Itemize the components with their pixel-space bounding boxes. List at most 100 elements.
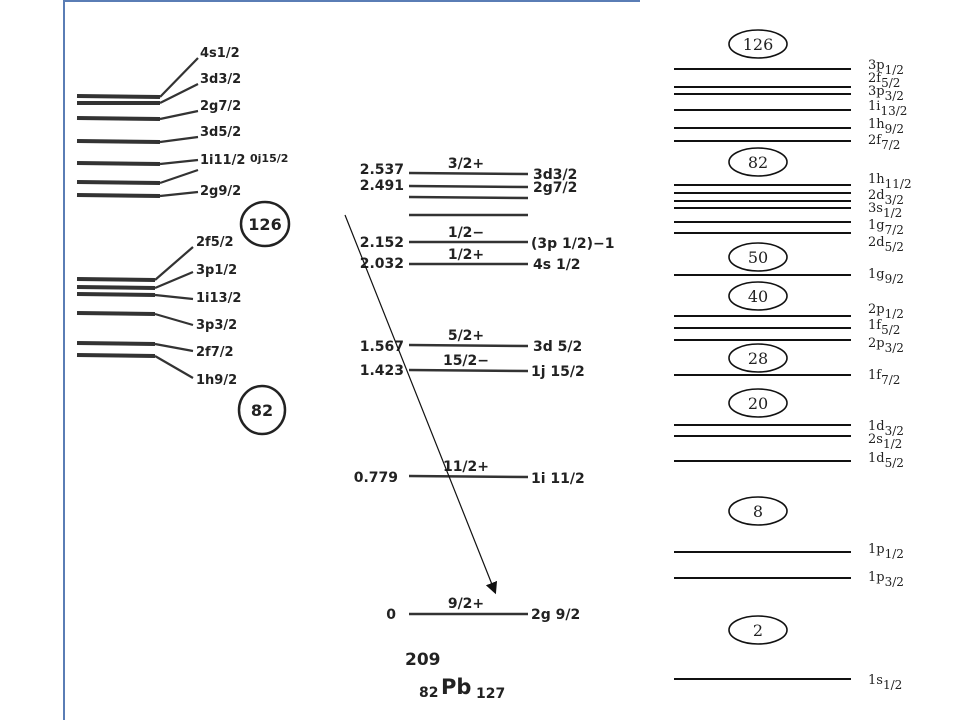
shell-label-1i132: 1i13/2 <box>196 291 241 306</box>
orbital-label: 1h11/2 <box>868 172 912 191</box>
orbital-label: 1f5/2 <box>868 318 900 337</box>
magic-number-ellipse <box>728 496 788 526</box>
magic-number-ellipse <box>728 242 788 272</box>
lower-shell-group <box>76 277 156 358</box>
isotope-mass-number: 209 <box>405 650 441 670</box>
energy-1567: 1.567 <box>360 339 404 355</box>
spin-3-2-plus: 3/2+ <box>448 156 484 172</box>
magic-label-126: 126 <box>248 215 281 234</box>
orbital-label: 3s1/2 <box>868 201 902 220</box>
orbital-3d32: 3d3/2 <box>533 167 577 183</box>
magic-number-label: 50 <box>748 248 768 267</box>
pb209-spins: 3/2+ 1/2− 1/2+ 5/2+ 15/2− 11/2+ 9/2+ <box>443 156 489 612</box>
spin-5-2-plus: 5/2+ <box>448 328 484 344</box>
shell-label-3d52: 3d5/2 <box>200 125 241 140</box>
isotope-element: Pb <box>441 675 471 699</box>
orbital-label: 2p1/2 <box>868 302 904 321</box>
shell-label-0j152: 0j15/2 <box>250 152 288 165</box>
shell-label-2f52: 2f5/2 <box>196 235 234 250</box>
magic-number-ellipse <box>728 343 788 373</box>
energy-0779: 0.779 <box>354 470 398 486</box>
orbital-label: 1f7/2 <box>868 368 900 387</box>
energy-2032: 2.032 <box>360 256 404 272</box>
energy-2491: 2.491 <box>360 178 404 194</box>
orbital-label: 1h9/2 <box>868 117 904 136</box>
shell-level <box>76 94 161 99</box>
orbital-label: 3p3/2 <box>868 84 904 103</box>
shell-label-4s: 4s1/2 <box>200 46 240 61</box>
energy-2537: 2.537 <box>360 162 404 178</box>
shell-label-2f72: 2f7/2 <box>196 345 234 360</box>
orbital-label: 2f7/2 <box>868 133 900 152</box>
spin-11-2-plus: 11/2+ <box>443 459 489 475</box>
magic-number-label: 28 <box>748 349 768 368</box>
magic-number-label: 2 <box>753 621 763 640</box>
magic-number-ellipse <box>728 147 788 177</box>
isotope-neutron-number: 127 <box>476 686 505 702</box>
magic-number-label: 20 <box>748 394 768 413</box>
shell-level-group <box>674 68 851 680</box>
spin-15-2-minus: 15/2− <box>443 353 489 369</box>
left-panel: 4s1/2 3d3/2 2g7/2 3d5/2 1i11/2 0j15/2 2g… <box>63 0 640 720</box>
magic-number-label: 8 <box>753 502 763 521</box>
isotope-proton-number: 82 <box>419 685 438 701</box>
shell-label-2g72: 2g7/2 <box>200 99 241 114</box>
shell-label-3p32: 3p3/2 <box>196 318 237 333</box>
orbital-label: 2f5/2 <box>868 71 900 90</box>
orbital-label: 1i13/2 <box>868 99 907 118</box>
spin-1-2-plus: 1/2+ <box>448 247 484 263</box>
shell-label-1h92: 1h9/2 <box>196 373 237 388</box>
orbital-3d52: 3d 5/2 <box>533 339 582 355</box>
orbital-label: 2d3/2 <box>868 188 904 207</box>
shell-level <box>76 193 161 198</box>
energy-2152: 2.152 <box>360 235 404 251</box>
orbital-label: 1g9/2 <box>868 267 904 286</box>
magic-circle-82 <box>237 384 287 436</box>
orbital-label: 1s1/2 <box>868 673 902 692</box>
orbital-1j152: 1j 15/2 <box>531 364 585 380</box>
magic-label-82: 82 <box>251 401 273 420</box>
pb209-diagram: 4s1/2 3d3/2 2g7/2 3d5/2 1i11/2 0j15/2 2g… <box>63 0 640 720</box>
shell-level <box>76 161 161 166</box>
orbital-label: 3p1/2 <box>868 58 904 77</box>
spin-9-2-plus: 9/2+ <box>448 596 484 612</box>
magic-number-ellipse <box>728 615 788 645</box>
pb209-orbitals: 3d3/2 2g7/2 (3p 1/2)−1 4s 1/2 3d 5/2 1j … <box>531 167 615 623</box>
energy-1423: 1.423 <box>360 363 404 379</box>
magic-number-ellipse <box>728 388 788 418</box>
magic-number-label: 82 <box>748 153 768 172</box>
orbital-label: 1g7/2 <box>868 218 904 237</box>
energy-0: 0 <box>386 607 396 623</box>
orbital-label: 2s1/2 <box>868 432 902 451</box>
lower-shell-connectors <box>154 246 194 379</box>
shell-level <box>76 116 161 121</box>
magic-number-label: 40 <box>748 287 768 306</box>
magic-circle-126 <box>239 200 291 248</box>
orbital-4s12: 4s 1/2 <box>533 257 581 273</box>
pb209-energies: 2.537 2.491 2.152 2.032 1.567 1.423 0.77… <box>354 162 404 623</box>
orbital-2g72: 2g7/2 <box>533 180 577 196</box>
pb209-level-lines <box>408 171 529 616</box>
shell-level <box>76 180 161 185</box>
magic-number-ellipse <box>728 281 788 311</box>
shell-label-2g92: 2g9/2 <box>200 184 241 199</box>
lower-shell-labels: 2f5/2 3p1/2 1i13/2 3p3/2 2f7/2 1h9/2 <box>196 235 241 388</box>
upper-shell-connectors <box>159 57 199 198</box>
spin-1-2-minus: 1/2− <box>448 225 484 241</box>
upper-shell-labels: 4s1/2 3d3/2 2g7/2 3d5/2 1i11/2 0j15/2 2g… <box>200 46 288 199</box>
magic-number-label: 126 <box>743 35 774 54</box>
orbital-label: 1p3/2 <box>868 570 904 589</box>
shell-label-3p12: 3p1/2 <box>196 263 237 278</box>
orbital-1i112: 1i 11/2 <box>531 471 585 487</box>
orbital-label: 1p1/2 <box>868 542 904 561</box>
isotope-label: 209 82 Pb 127 <box>405 650 505 702</box>
orbital-label: 1d5/2 <box>868 451 904 470</box>
shell-level <box>76 139 161 144</box>
orbital-label: 2d5/2 <box>868 235 904 254</box>
orbital-label: 2p3/2 <box>868 336 904 355</box>
orbital-label: 1d3/2 <box>868 419 904 438</box>
